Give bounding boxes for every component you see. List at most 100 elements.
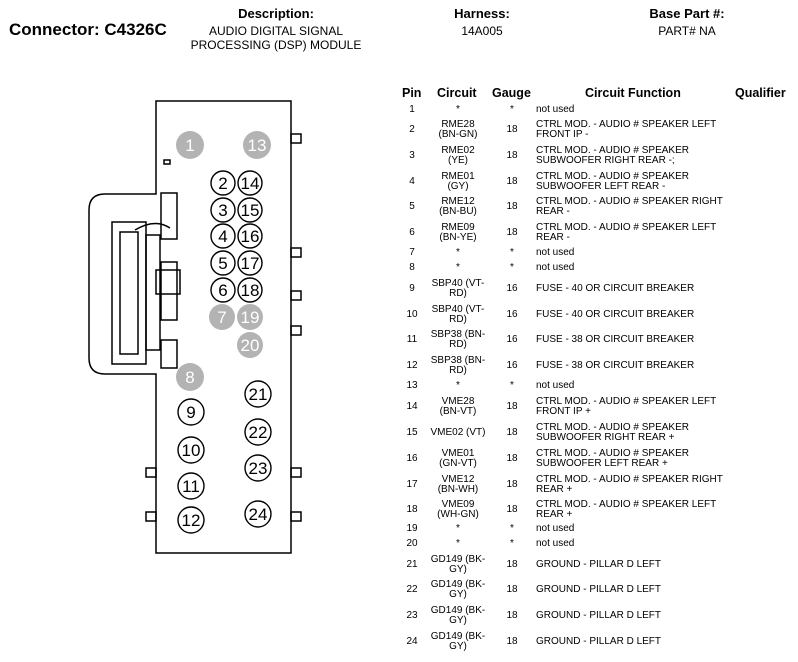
- gauge-cell: *: [510, 262, 514, 273]
- gauge-cell: 18: [506, 401, 518, 412]
- pin-3: 3: [210, 197, 236, 223]
- pin-number: 7: [217, 308, 226, 327]
- gauge-cell: 18: [506, 150, 518, 161]
- gauge-cell: 16: [506, 283, 518, 294]
- harness-value: 14A005: [461, 24, 503, 38]
- pin-number: 3: [218, 201, 227, 220]
- pin-cell: 3: [409, 150, 415, 161]
- function-cell: not used: [536, 262, 575, 273]
- function-cell: GROUND - PILLAR D LEFT: [536, 584, 662, 595]
- gauge-cell: 18: [506, 427, 518, 438]
- pin-number: 19: [241, 308, 260, 327]
- function-cell: CTRL MOD. - AUDIO # SPEAKER SUBWOOFER LE…: [536, 171, 689, 192]
- pin-cell: 24: [406, 636, 418, 647]
- gauge-cell: 18: [506, 124, 518, 135]
- circuit-cell: RME12 (BN-BU): [439, 196, 477, 217]
- pin-number: 24: [249, 505, 268, 524]
- pin-number: 4: [218, 227, 227, 246]
- gauge-cell: 18: [506, 479, 518, 490]
- function-cell: FUSE - 40 OR CIRCUIT BREAKER: [536, 283, 695, 294]
- pin-cell: 17: [406, 479, 418, 490]
- gauge-column-header: Gauge: [492, 86, 531, 100]
- circuit-cell: RME02 (YE): [441, 145, 475, 166]
- gauge-cell: 18: [506, 201, 518, 212]
- pin-cavity: [237, 277, 263, 303]
- pin-number: 6: [218, 281, 227, 300]
- pin-21: 21: [244, 380, 272, 408]
- pin-cavity: [209, 304, 235, 330]
- pin-cavity: [210, 170, 236, 196]
- pin-cell: 9: [409, 283, 415, 294]
- function-cell: CTRL MOD. - AUDIO # SPEAKER LEFT REAR +: [536, 499, 717, 520]
- function-column-header: Circuit Function: [585, 86, 681, 100]
- table-row: 19**not used: [396, 522, 796, 536]
- pin-number: 16: [241, 227, 260, 246]
- pin-11: 11: [177, 472, 205, 500]
- gauge-cell: 18: [506, 453, 518, 464]
- gauge-cell: 16: [506, 334, 518, 345]
- pin-cavity: [237, 170, 263, 196]
- circuit-cell: *: [456, 262, 460, 273]
- pin-8: 8: [176, 363, 204, 391]
- pin-number: 22: [249, 423, 268, 442]
- circuit-cell: RME01 (GY): [441, 171, 475, 192]
- pin-cavity: [210, 250, 236, 276]
- pin-cell: 18: [406, 504, 418, 515]
- pin-cavity: [177, 472, 205, 500]
- circuit-cell: *: [456, 538, 460, 549]
- pin-20: 20: [237, 332, 263, 358]
- table-row: 9 SBP40 (VT-RD) 16 FUSE - 40 OR CIRCUIT BRE…: [396, 276, 796, 302]
- function-cell: CTRL MOD. - AUDIO # SPEAKER RIGHT REAR -: [536, 196, 723, 217]
- function-cell: not used: [536, 538, 575, 549]
- description-value: AUDIO DIGITAL SIGNAL PROCESSING (DSP) MO…: [190, 24, 362, 52]
- connector-outline: [88, 100, 302, 554]
- pin-14: 14: [237, 170, 263, 196]
- circuit-cell: SBP40 (VT-RD): [431, 278, 485, 299]
- circuit-cell: VME02 (VT): [430, 427, 486, 438]
- pin-cell: 4: [409, 176, 415, 187]
- qualifier-column-header: Qualifier: [735, 86, 786, 100]
- pin-cavity: [177, 506, 205, 534]
- function-cell: not used: [536, 380, 575, 391]
- description-label: Description:: [238, 6, 314, 21]
- gauge-cell: 18: [506, 610, 518, 621]
- base-part-value: PART# NA: [658, 24, 716, 38]
- table-row: 13**not used: [396, 379, 796, 393]
- function-cell: CTRL MOD. - AUDIO # SPEAKER SUBWOOFER LE…: [536, 448, 689, 469]
- pin-4: 4: [210, 223, 236, 249]
- pin-19: 19: [237, 304, 263, 330]
- pin-2: 2: [210, 170, 236, 196]
- circuit-cell: *: [456, 247, 460, 258]
- pin-17: 17: [237, 250, 263, 276]
- table-row: 7**not used: [396, 246, 796, 260]
- pin-number: 9: [186, 403, 195, 422]
- pin-number: 23: [249, 459, 268, 478]
- pin-cavity: [244, 454, 272, 482]
- gauge-cell: 18: [506, 636, 518, 647]
- pin-cell: 1: [409, 104, 415, 115]
- pin-cell: 11: [406, 334, 418, 345]
- pin-column-header: Pin: [402, 86, 422, 100]
- pin-6: 6: [210, 277, 236, 303]
- function-cell: not used: [536, 523, 575, 534]
- pin-cell: 8: [409, 262, 415, 273]
- function-cell: FUSE - 40 OR CIRCUIT BREAKER: [536, 309, 695, 320]
- pin-cavity: [176, 363, 204, 391]
- circuit-cell: *: [456, 523, 460, 534]
- circuit-cell: VME28 (BN-VT): [439, 396, 477, 417]
- circuit-cell: GD149 (BK-GY): [430, 579, 486, 600]
- pin-number: 15: [241, 201, 260, 220]
- pin-number: 14: [241, 174, 260, 193]
- circuit-cell: GD149 (BK-GY): [430, 631, 486, 652]
- function-cell: GROUND - PILLAR D LEFT: [536, 559, 662, 570]
- function-cell: CTRL MOD. - AUDIO # SPEAKER SUBWOOFER RI…: [536, 422, 689, 443]
- pin-cavity: [210, 223, 236, 249]
